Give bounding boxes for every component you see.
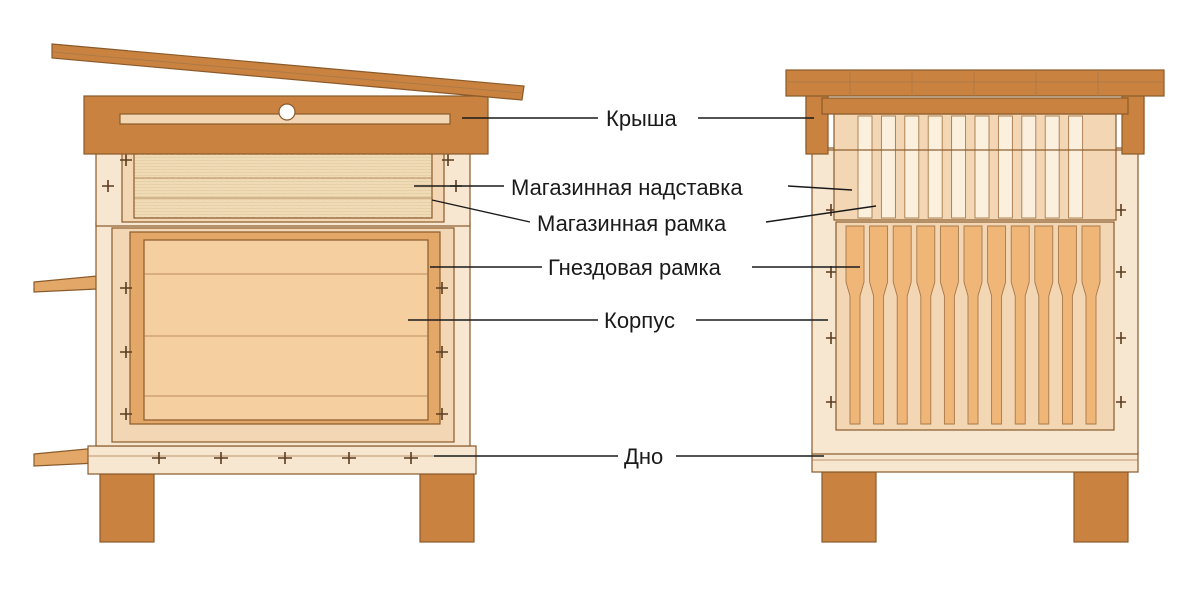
hive-leg — [419, 473, 475, 543]
hive-leg — [99, 473, 155, 543]
bottom-board-front — [811, 451, 1139, 473]
super-frame-slat — [1021, 115, 1037, 219]
roof-lid-front — [785, 69, 1165, 97]
bottom-bolts — [152, 452, 418, 464]
super-frame-slat — [927, 115, 943, 219]
brood-frame-slat — [1034, 225, 1054, 425]
super-frame-slat — [1068, 115, 1084, 219]
label-bottom: Дно — [624, 444, 663, 469]
brood-frame-slat — [1010, 225, 1030, 425]
brood-frames-front — [845, 225, 1101, 425]
roof-front — [821, 97, 1129, 115]
roof-lid — [51, 43, 525, 101]
super-frame-slat — [904, 115, 920, 219]
super-frame-slat — [1044, 115, 1060, 219]
brood-frame-slat — [869, 225, 889, 425]
brood-frame-slat — [963, 225, 983, 425]
vent-hole — [278, 103, 296, 121]
label-roof: Крыша — [606, 106, 678, 131]
super-frame-slat — [880, 115, 896, 219]
super-frame-slat — [997, 115, 1013, 219]
brood-frame-slat — [987, 225, 1007, 425]
brood-frame-slat — [939, 225, 959, 425]
label-super-frame: Магазинная рамка — [537, 211, 727, 236]
side-view-hive — [33, 43, 525, 543]
front-view-hive — [785, 69, 1165, 543]
super-frame-slat — [857, 115, 873, 219]
brood-frame-slat — [892, 225, 912, 425]
brood-frame-slat — [1081, 225, 1101, 425]
super-frames-front — [857, 115, 1084, 219]
label-body: Корпус — [604, 308, 675, 333]
label-brood-frame: Гнездовая рамка — [548, 255, 722, 280]
labels: Крыша Магазинная надставка Магазинная ра… — [408, 106, 877, 469]
hive-leg — [821, 471, 877, 543]
super-frame-slat — [974, 115, 990, 219]
brood-frame-slat — [916, 225, 936, 425]
hive-leg — [1073, 471, 1129, 543]
label-super: Магазинная надставка — [511, 175, 743, 200]
bottom-board — [87, 445, 477, 475]
brood-frame-slat — [845, 225, 865, 425]
super-frame-slat — [951, 115, 967, 219]
brood-frame-slat — [1057, 225, 1077, 425]
